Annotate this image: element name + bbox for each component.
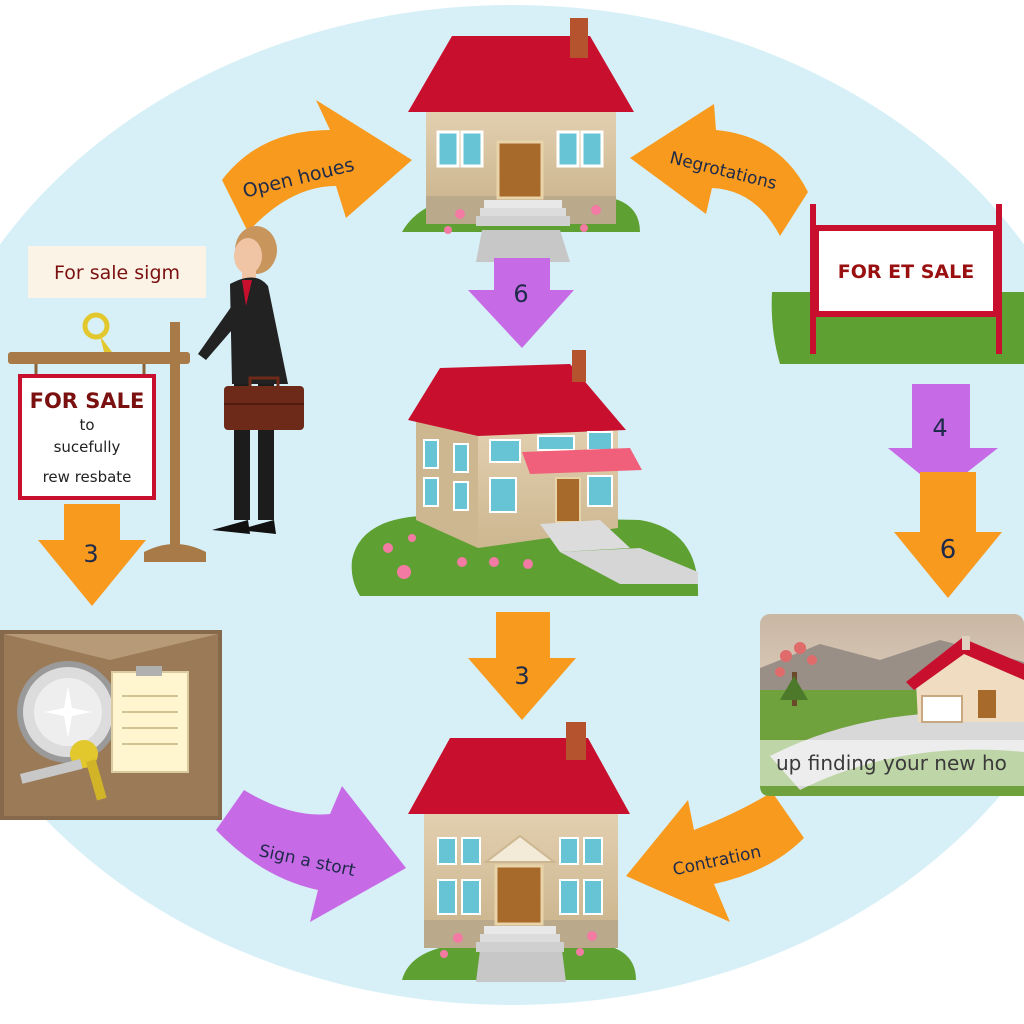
center-down-arrow-bottom-number: 3 xyxy=(514,662,529,690)
middle-house-icon xyxy=(351,350,699,596)
right-down-arrow-orange: 6 xyxy=(894,472,1002,598)
center-down-arrow-top: 6 xyxy=(468,258,574,348)
for-sale-sign-label-box: For sale sigm xyxy=(28,246,206,298)
contract-arrow: Contration xyxy=(626,792,804,922)
for-sale-sign-label: For sale sigm xyxy=(54,262,180,284)
new-home-photo-caption: up finding your new ho xyxy=(776,751,1007,775)
right-sign-text: FOR ET SALE xyxy=(838,261,974,283)
bottom-house-icon xyxy=(402,722,636,982)
keys-and-documents-panel xyxy=(0,630,222,820)
for-sale-hanging-sign: FOR SALE to sucefully rew resbate xyxy=(18,374,156,500)
for-sale-sign-title: FOR SALE xyxy=(30,389,145,413)
key-icon xyxy=(20,740,107,801)
for-sale-sign-line3: rew resbate xyxy=(43,468,132,486)
right-for-sale-sign: FOR ET SALE xyxy=(771,204,1024,364)
sign-contract-arrow: Sign a stort xyxy=(216,786,406,922)
negotiations-arrow: Negrotations xyxy=(630,104,808,236)
left-down-arrow: 3 xyxy=(38,504,146,606)
center-down-arrow-top-number: 6 xyxy=(513,280,528,308)
right-down-arrow-top-number: 4 xyxy=(932,414,947,442)
right-down-arrow-purple: 4 xyxy=(888,384,998,492)
key-tag-icon xyxy=(82,312,112,352)
center-down-arrow-bottom: 3 xyxy=(468,612,576,720)
top-house-icon xyxy=(402,18,640,262)
left-down-arrow-number: 3 xyxy=(83,540,98,568)
for-sale-sign-line1: to xyxy=(79,416,94,434)
for-sale-post-icon xyxy=(8,322,206,562)
tree-icon xyxy=(775,642,817,706)
document-icon xyxy=(111,671,189,773)
real-estate-agent-icon xyxy=(198,226,304,534)
new-home-photo: up finding your new ho xyxy=(760,614,1024,796)
right-down-arrow-bottom-number: 6 xyxy=(940,535,957,565)
for-sale-sign-line2: sucefully xyxy=(54,438,121,456)
